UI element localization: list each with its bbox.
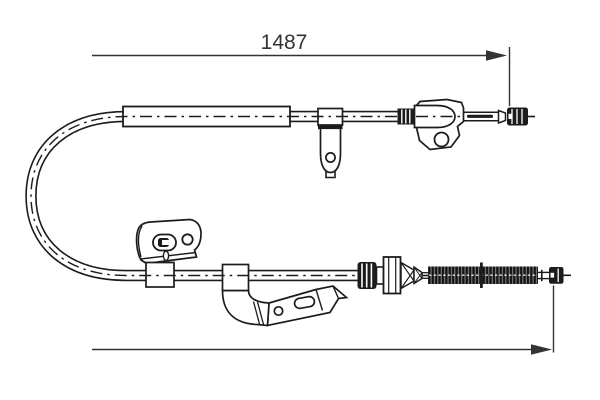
adjuster-block xyxy=(382,256,402,295)
guide-bracket-strap xyxy=(221,263,349,327)
arrowhead-right-icon xyxy=(486,50,507,61)
centerlines xyxy=(30,115,461,277)
strap-hole xyxy=(273,305,284,317)
adjuster-cone xyxy=(400,261,415,290)
mounting-bracket-with-hole xyxy=(413,98,465,151)
clamp-band xyxy=(318,124,343,130)
arrowhead-right-icon xyxy=(531,344,552,355)
dimension-label-top: 1487 xyxy=(261,31,308,54)
cable-end-nipple-bottom xyxy=(538,267,571,284)
spring-pin xyxy=(480,262,483,288)
bracket-collar xyxy=(145,261,175,288)
dimension-top: 1487 xyxy=(92,31,511,106)
stamped-bracket-with-slot xyxy=(135,218,202,288)
clamp-hole xyxy=(325,152,336,163)
hanger-clamp-with-hole xyxy=(317,107,344,179)
threaded-end xyxy=(397,108,415,125)
bracket-hole xyxy=(181,233,194,246)
dimension-bottom xyxy=(92,285,555,355)
coil-spring-with-pin xyxy=(428,262,538,288)
bracket-flange-curl xyxy=(137,225,143,258)
guide-collar xyxy=(221,263,250,292)
bracket-bead xyxy=(162,250,170,262)
inner-rod-top xyxy=(463,109,507,125)
cable-adjuster xyxy=(357,256,429,295)
strap-slot xyxy=(293,295,316,310)
bracket-hole xyxy=(433,131,450,148)
cable-conduit-c-curve xyxy=(25,110,398,282)
clamp-body xyxy=(319,127,342,174)
cable-end-nipple-top xyxy=(507,107,535,126)
